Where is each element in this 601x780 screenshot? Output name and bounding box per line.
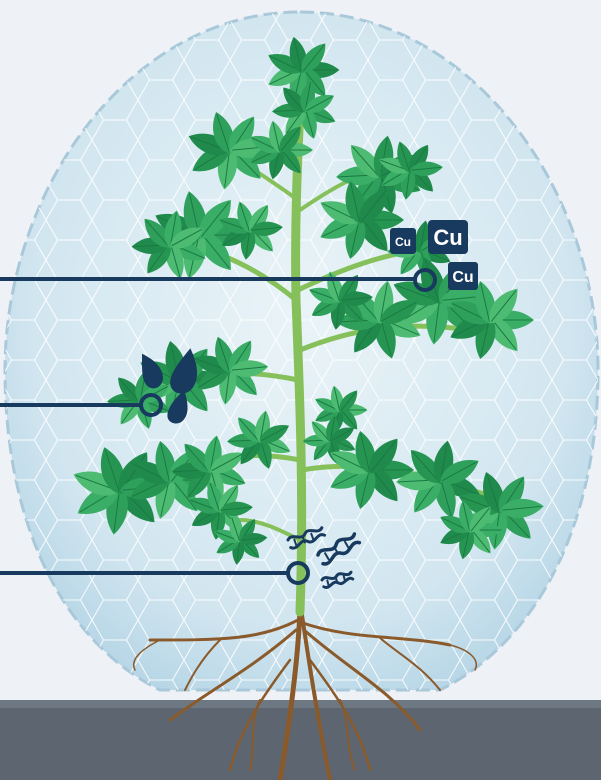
- bottom-bar-highlight: [0, 700, 601, 708]
- copper-badge-large: Cu: [428, 220, 468, 254]
- svg-text:Cu: Cu: [452, 269, 473, 286]
- copper-badge-medium: Cu: [448, 262, 478, 290]
- svg-text:Cu: Cu: [395, 235, 411, 249]
- svg-text:Cu: Cu: [433, 225, 462, 250]
- bottom-bar: [0, 700, 601, 780]
- copper-badge-small: Cu: [390, 228, 416, 254]
